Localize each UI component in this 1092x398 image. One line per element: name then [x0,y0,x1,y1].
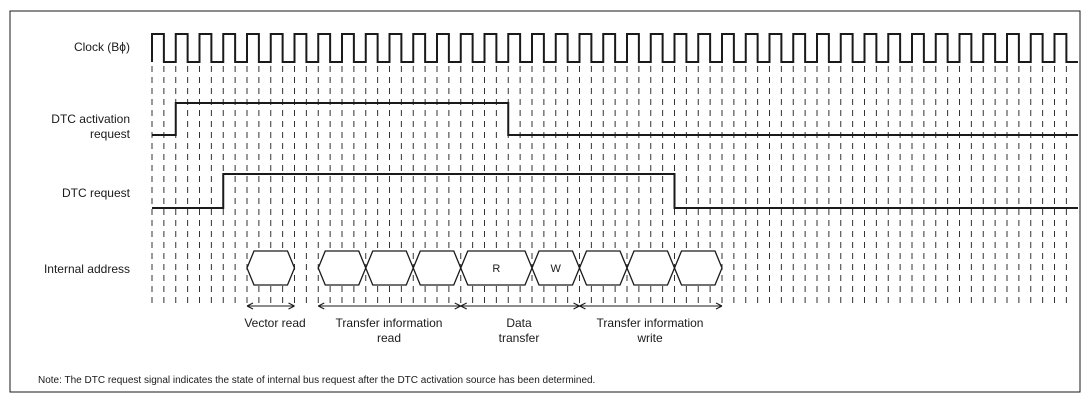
clock-waveform [151,33,1078,63]
bus-info-read-1 [317,250,367,286]
arrowhead [573,302,580,310]
clock-label: Clock (Bϕ) [73,40,130,54]
bus-cycle-hexagon [365,250,414,286]
bus-cycle-hexagon [246,250,296,286]
phase-transfer-info-write: Transfer information write [596,316,704,345]
transfer-info-read-span [318,302,461,310]
phase-data-transfer: Data transfer [498,316,540,345]
vector-read-span [246,302,295,310]
arrowhead [318,302,325,310]
bus-info-read-3 [412,250,462,286]
note-text: Note: The DTC request signal indicates t… [38,375,596,386]
dtc-activation-request-label: DTC activation request [51,112,130,141]
bus-cycle-hexagon [626,250,676,286]
phase-transfer-info-read: Transfer information read [335,316,443,345]
dtc-activation-waveform [152,102,1078,136]
diagram-border [9,10,1081,393]
arrowhead [579,302,586,310]
bus-cycle-label: R [492,263,500,275]
arrowhead [715,302,723,310]
bus-info-write-3 [673,250,723,286]
bus-info-write-2 [626,250,676,286]
arrowhead [454,302,461,310]
dtc-request-label: DTC request [61,186,130,200]
bus-data-read: R [460,250,533,286]
bus-info-read-2 [365,250,414,286]
bus-cycle-hexagon [673,250,723,286]
internal-address-label: Internal address [43,262,130,276]
transfer-info-write-span [579,302,723,310]
bus-cycle-hexagon [578,250,628,286]
arrowhead [460,302,467,310]
dtc-request-waveform [152,173,1078,209]
bus-cycle-label: W [551,263,562,275]
data-transfer-span [460,302,580,310]
bus-cycle-hexagon [412,250,462,286]
phase-vector-read: Vector read [244,316,306,330]
bus-info-write-1 [578,250,628,286]
arrowhead [288,302,295,310]
bus-cycle-hexagon [317,250,367,286]
arrowhead [246,302,254,310]
phase-dimension-arrows [246,302,723,310]
bus-data-write: W [531,250,581,286]
bus-vector-read [246,250,296,286]
